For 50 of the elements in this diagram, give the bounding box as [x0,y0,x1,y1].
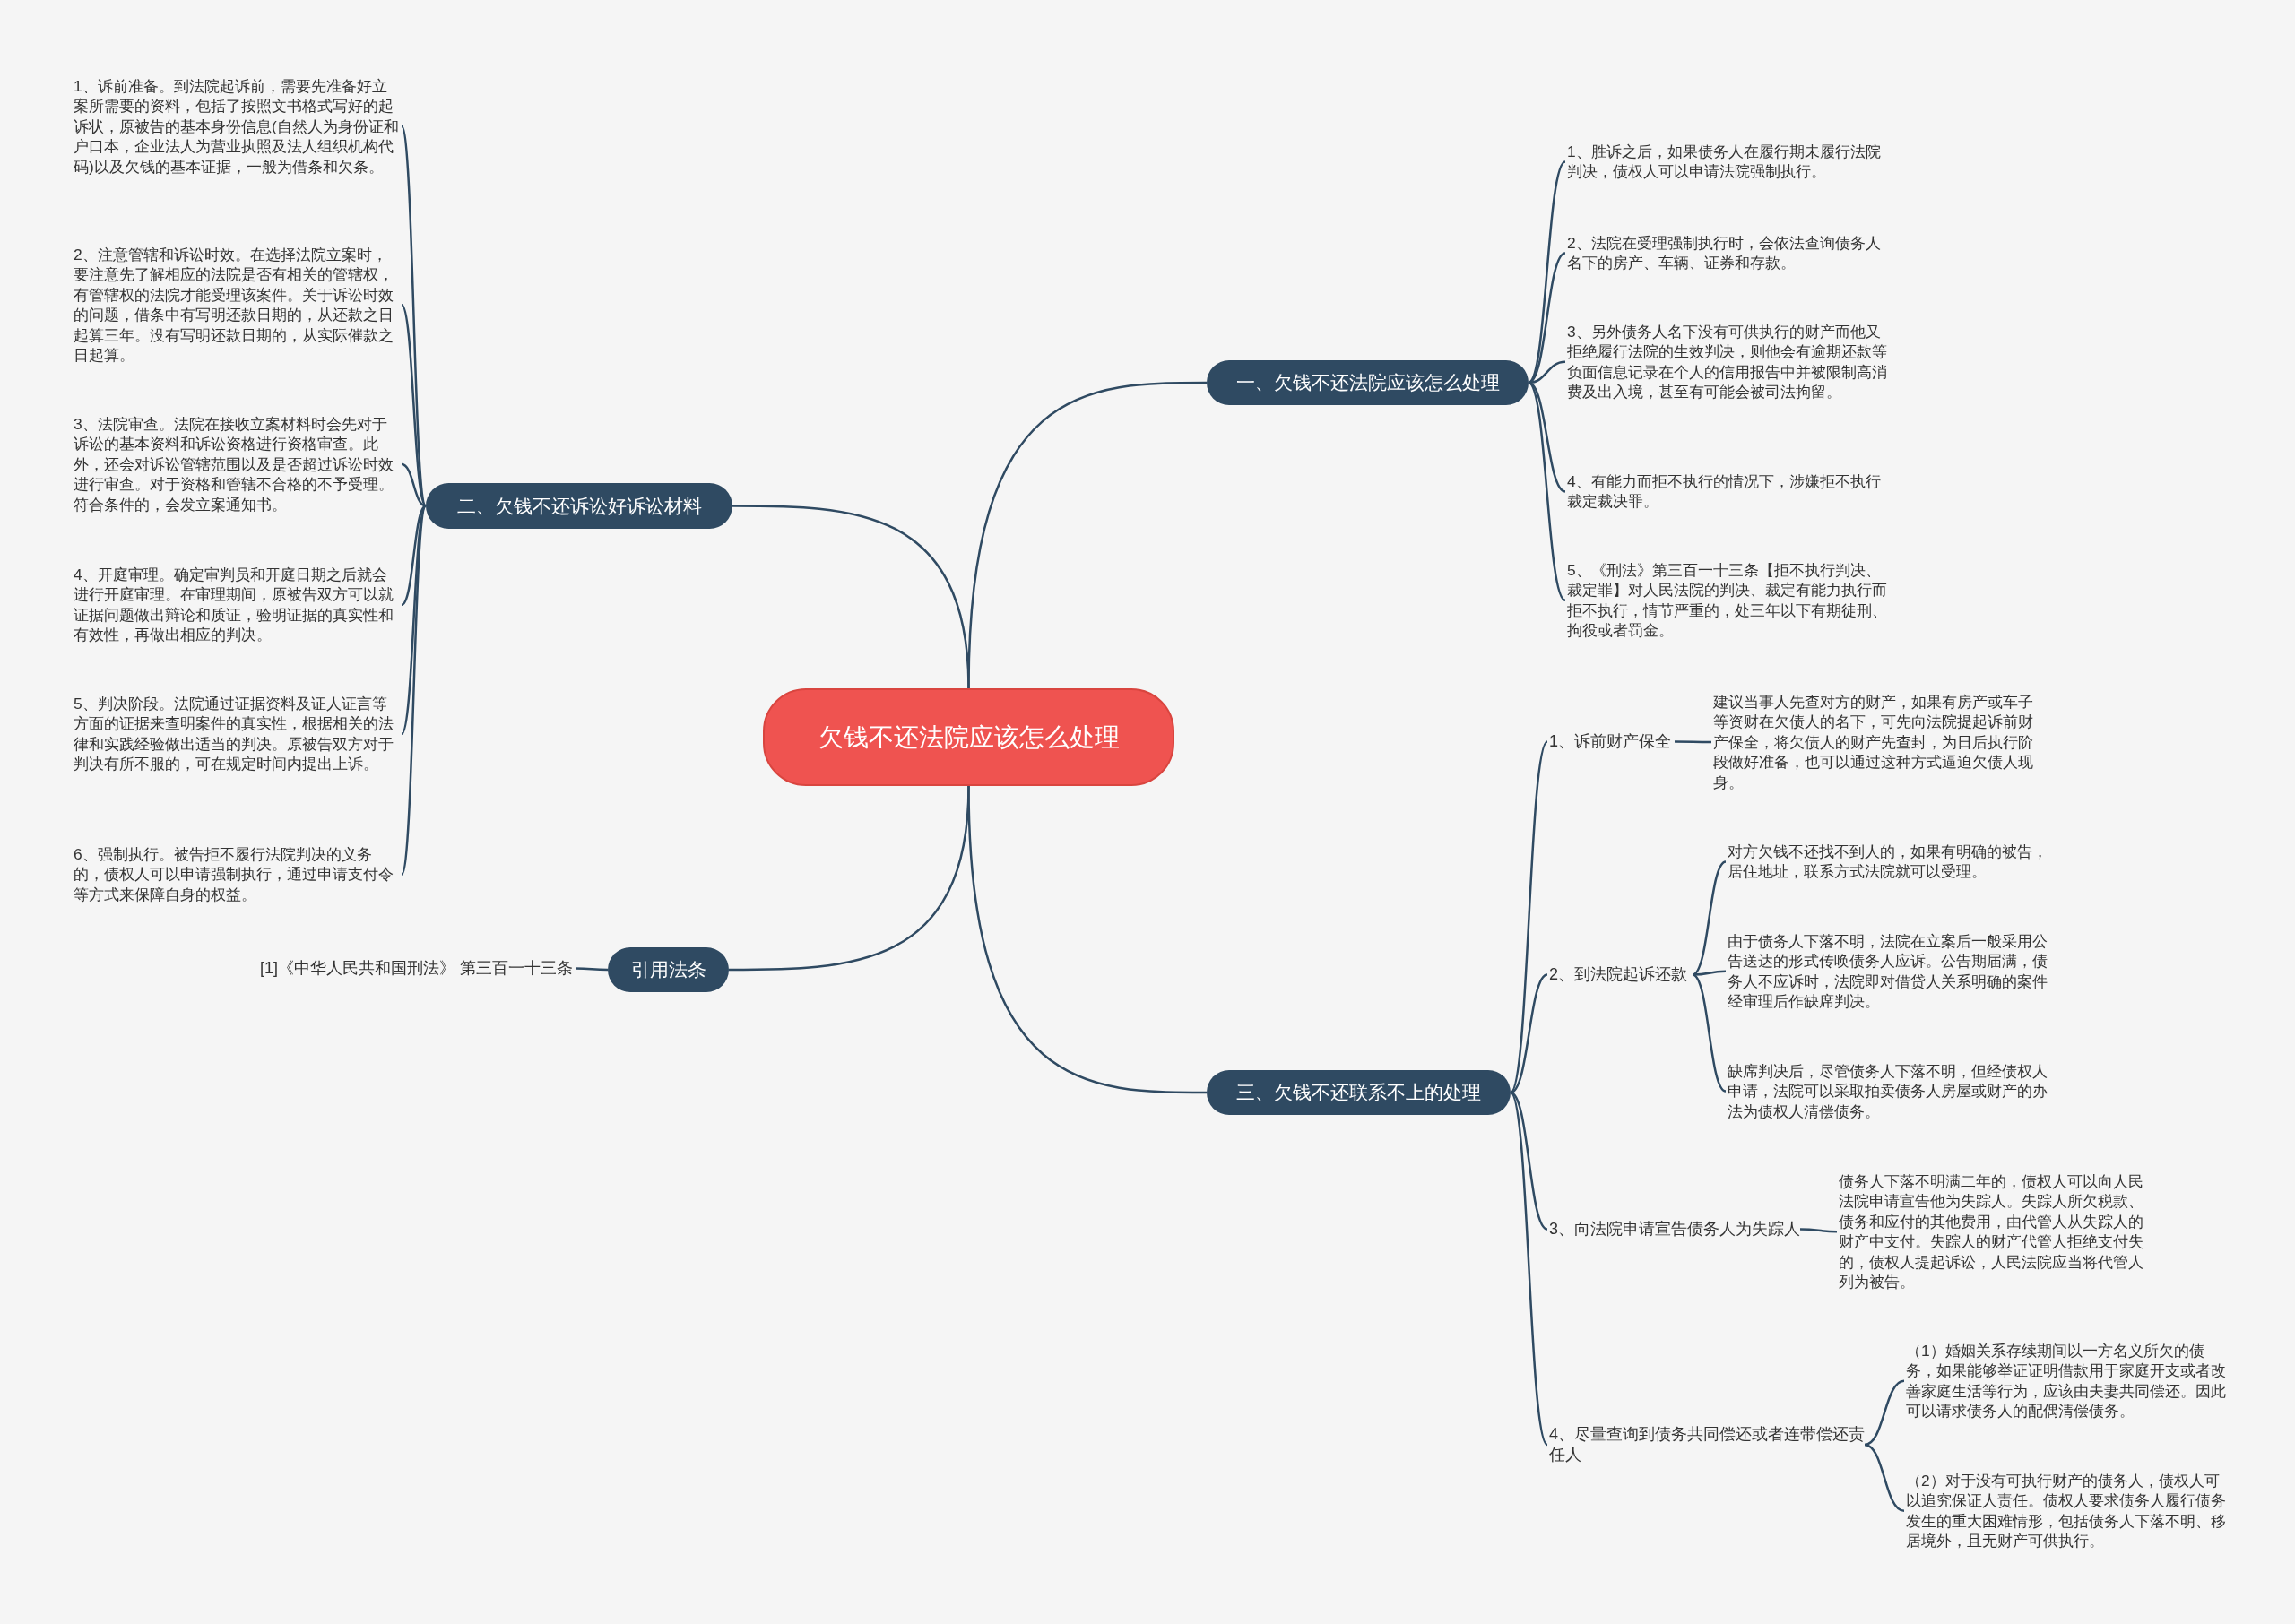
note-text: 2、注意管辖和诉讼时效。在选择法院立案时，要注意先了解相应的法院是否有相关的管辖权，有管辖权的法院才能受理该案件。关于诉讼时效的问题，借条中有写明还款日期的，从还款之日起算三年。没有写明还款日期的，从实际催款之日起算。 [74,245,400,366]
note-text: 4、开庭审理。确定审判员和开庭日期之后就会进行开庭审理。在审理期间，原被告双方可以就证据问题做出辩论和质证，验明证据的真实性和有效性，再做出相应的判决。 [74,565,400,645]
note-text: 建议当事人先查对方的财产，如果有房产或车子等资财在欠债人的名下，可先向法院提起诉前财产保全，将欠债人的财产先查封，为日后执行阶段做好准备，也可以通过这种方式逼迫欠债人现身。 [1713,692,2034,793]
note-text: 4、有能力而拒不执行的情况下，涉嫌拒不执行裁定裁决罪。 [1567,471,1895,512]
connector-line [1510,1091,1548,1231]
connector-line [400,125,428,506]
note-text: 缺席判决后，尽管债务人下落不明，但经债权人申请，法院可以采取拍卖债务人房屋或财产的办法为债权人清偿债务。 [1728,1061,2048,1122]
subtopic-label: 1、诉前财产保全 [1549,731,1675,752]
branch-topic: 引用法条 [608,947,729,992]
connector-line [1528,381,1566,493]
connector-line [1510,973,1548,1094]
note-text: 债务人下落不明满二年的，债权人可以向人民法院申请宣告他为失踪人。失踪人所欠税款、债务和应付的其他费用，由代管人从失踪人的财产中支付。失踪人的财产代管人拒绝支付失的，债权人提起诉讼，人民法院应当将代管人列为被告。 [1839,1171,2158,1292]
note-text: 3、另外债务人名下没有可供执行的财产而他又拒绝履行法院的生效判决，则他会有逾期还款等负面信息记录在个人的信用报告中并被限制高消费及出入境，甚至有可能会被司法拘留。 [1567,322,1895,402]
connector-line [1509,740,1549,1093]
connector-line [400,505,428,876]
connector-line [1692,860,1727,976]
connector-line [1692,970,1727,976]
branch-topic: 三、欠钱不还联系不上的处理 [1207,1070,1511,1115]
note-text: 5、判决阶段。法院通过证据资料及证人证言等方面的证据来查明案件的真实性，根据相关的法律和实践经验做出适当的判决。原被告双方对于判决有所不服的，可在规定时间内提出上诉。 [74,694,400,774]
note-text: （1）婚姻关系存续期间以一方名义所欠的债务，如果能够举证证明借款用于家庭开支或者改善家庭生活等行为，应该由夫妻共同偿还。因此可以请求债务人的配偶清偿债务。 [1906,1341,2229,1421]
note-text: 6、强制执行。被告拒不履行法院判决的义务的，债权人可以申请强制执行，通过申请支付令等方式来保障自身的权益。 [74,844,400,905]
note-text: 由于债务人下落不明，法院在立案后一般采用公告送达的形式传唤债务人应诉。公告期届满，债务人不应诉时，法院即对借贷人关系明确的案件经审理后作缺席判决。 [1728,931,2048,1012]
note-text: （2）对于没有可执行财产的债务人，债权人可以追究保证人责任。债权人要求债务人履行债务发生的重大困难情形，包括债务人下落不明、移居境外，且无财产可供执行。 [1906,1471,2229,1551]
branch-topic: 二、欠钱不还诉讼好诉讼材料 [426,483,732,529]
connector-line [1675,740,1711,744]
note-text: 1、胜诉之后，如果债务人在履行期未履行法院判决，债权人可以申请法院强制执行。 [1567,142,1895,182]
connector-line [1864,1379,1905,1447]
connector-line [400,304,428,507]
connector-line [1864,1443,1905,1512]
subtopic-label: [1]《中华人民共和国刑法》 第三百一十三条 [260,958,574,979]
connector-line [1528,382,1566,601]
branch-topic: 一、欠钱不还法院应该怎么处理 [1207,360,1529,405]
connector-line [967,785,1207,1094]
subtopic-label: 4、尽量查询到债务共同偿还或者连带偿还责任人 [1549,1424,1865,1465]
connector-line [732,505,970,689]
central-topic: 欠钱不还法院应该怎么处理 [763,688,1174,786]
connector-line [401,505,427,606]
connector-line [1509,1092,1549,1446]
note-text: 2、法院在受理强制执行时，会依法查询债务人名下的房产、车辆、证券和存款。 [1567,233,1895,273]
connector-line [401,462,427,507]
subtopic-label: 3、向法院申请宣告债务人为失踪人 [1549,1219,1800,1240]
connector-line [576,967,608,972]
note-text: 3、法院审查。法院在接收立案材料时会先对于诉讼的基本资料和诉讼资格进行资格审查。此外，还会对诉讼管辖范围以及是否超过诉讼时效进行审查。对于资格和管辖不合格的不予受理。符合条件的，会发立案通知书。 [74,414,400,515]
note-text: 5、《刑法》第三百一十三条【拒不执行判决、裁定罪】对人民法院的判决、裁定有能力执行而拒不执行，情节严重的，处三年以下有期徒刑、拘役或者罚金。 [1567,560,1895,641]
connector-line [1692,973,1727,1093]
connector-line [1528,160,1566,384]
connector-line [1800,1228,1837,1233]
note-text: 对方欠钱不还找不到人的，如果有明确的被告，居住地址，联系方式法院就可以受理。 [1728,842,2048,882]
note-text: 1、诉前准备。到法院起诉前，需要先准备好立案所需要的资料，包括了按照文书格式写好的起诉状，原被告的基本身份信息(自然人为身份证和户口本，企业法人为营业执照及法人组织机构代码)以及欠钱的基本证据，一般为借条和欠条。 [74,76,400,177]
subtopic-label: 2、到法院起诉还款 [1549,964,1693,985]
